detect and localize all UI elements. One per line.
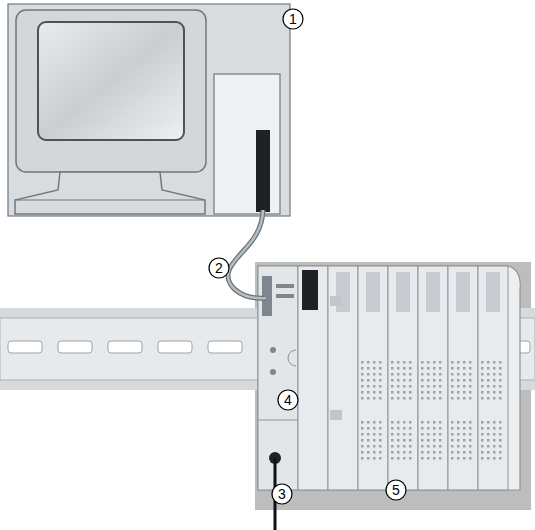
callout-circle bbox=[283, 9, 303, 29]
callout-circle bbox=[209, 258, 229, 278]
cable bbox=[228, 210, 266, 298]
callout-number: 3 bbox=[278, 486, 286, 502]
callout-number: 5 bbox=[392, 482, 400, 498]
io-device bbox=[258, 266, 520, 490]
callout-number: 2 bbox=[215, 260, 223, 276]
callout-number: 4 bbox=[284, 392, 292, 408]
panel bbox=[255, 262, 531, 510]
callout-number: 1 bbox=[289, 11, 297, 27]
callout-circle bbox=[386, 480, 406, 500]
callout-circle bbox=[278, 390, 298, 410]
callout-circle bbox=[272, 484, 292, 504]
computer bbox=[8, 4, 290, 216]
